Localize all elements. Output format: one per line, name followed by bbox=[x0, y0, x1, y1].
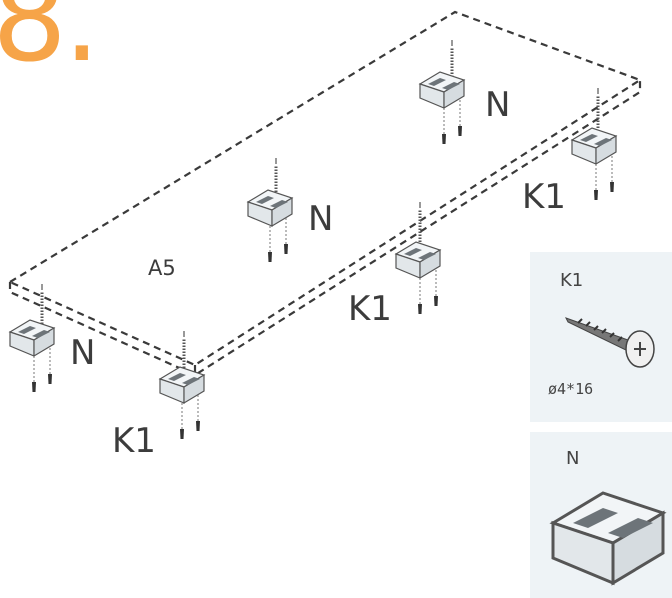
screw-icon bbox=[564, 317, 655, 368]
connector-n-back bbox=[419, 38, 465, 145]
step-number: 8. bbox=[0, 0, 101, 88]
connector-n-front bbox=[9, 282, 55, 393]
legend-screw-label: K1 bbox=[560, 270, 584, 291]
connector-k1-front bbox=[159, 329, 205, 440]
connector-k1-middle bbox=[395, 200, 441, 315]
fitting-label-k1-right: K1 bbox=[522, 177, 566, 217]
connector-k1-right bbox=[571, 86, 617, 201]
fitting-label-n-front: N bbox=[70, 333, 96, 373]
fitting-label-k1-middle: K1 bbox=[348, 289, 392, 329]
fitting-label-n-middle: N bbox=[308, 199, 334, 239]
legend-screw-spec: ø4*16 bbox=[548, 380, 594, 398]
panel-label-a5: A5 bbox=[148, 256, 176, 280]
connector-n-middle bbox=[247, 156, 293, 263]
fitting-label-n-back: N bbox=[485, 85, 511, 125]
legend-connector-label: N bbox=[566, 448, 580, 469]
fitting-label-k1-front: K1 bbox=[112, 421, 156, 461]
panel-outline bbox=[7, 10, 643, 377]
